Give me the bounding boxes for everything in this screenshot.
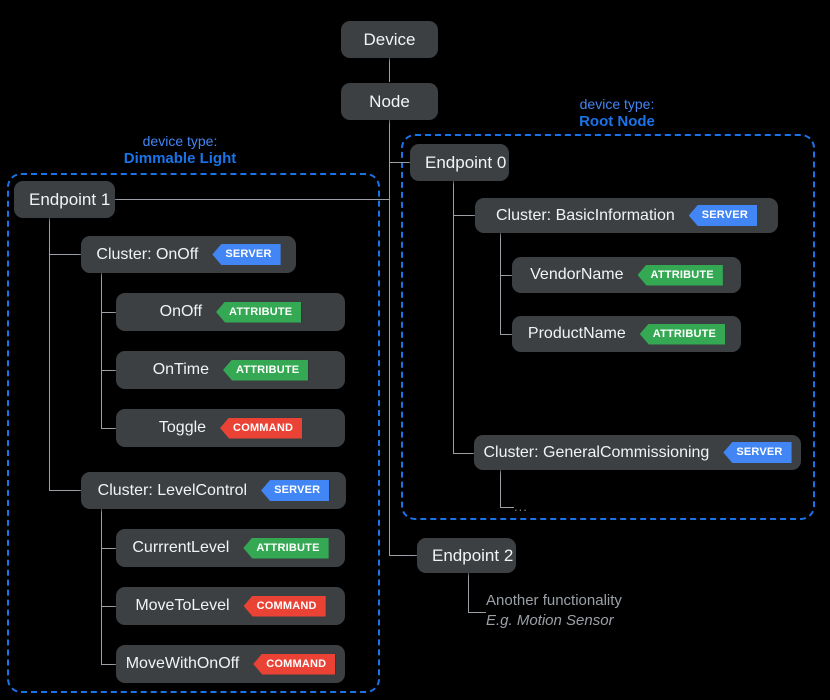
connector-endpoint2-to-note xyxy=(468,612,486,613)
attribute-productname-label: ProductName xyxy=(527,325,626,342)
connector-endpoint1-spine xyxy=(49,217,50,490)
connector-generalcommissioning-children-spine xyxy=(500,470,501,507)
connector-endpoint0-to-basicinfo xyxy=(453,215,476,216)
endpoint-2-label: Endpoint 2 xyxy=(432,545,514,565)
command-toggle[interactable]: Toggle COMMAND xyxy=(116,409,345,447)
endpoint-2[interactable]: Endpoint 2 xyxy=(417,538,516,573)
connector-trunk-endpoint2 xyxy=(389,555,417,556)
attribute-vendorname[interactable]: VendorName ATTRIBUTE xyxy=(512,257,741,293)
badge-command-movetolevel: COMMAND xyxy=(243,595,326,617)
devtype-caption-root-node: device type: Root Node xyxy=(527,96,707,131)
connector-endpoint1-to-levelcontrol xyxy=(49,490,81,491)
cluster-basicinformation-label: Cluster: BasicInformation xyxy=(496,206,675,224)
badge-server-onoff: SERVER xyxy=(212,244,281,265)
connector-endpoint2-spine xyxy=(468,572,469,612)
connector-onoff-child-2 xyxy=(101,370,117,371)
badge-attribute-vendorname: ATTRIBUTE xyxy=(637,264,723,286)
attribute-vendorname-label: VendorName xyxy=(530,266,624,283)
cluster-levelcontrol[interactable]: Cluster: LevelControl SERVER xyxy=(81,472,346,509)
generalcommissioning-more-ellipsis: ... xyxy=(514,499,528,514)
command-movetolevel[interactable]: MoveToLevel COMMAND xyxy=(116,587,345,625)
command-movewithonoff-label: MoveWithOnOff xyxy=(125,655,240,672)
endpoint-0-label: Endpoint 0 xyxy=(425,152,507,172)
connector-trunk-endpoint1 xyxy=(115,199,389,200)
badge-server-generalcommissioning: SERVER xyxy=(723,442,792,463)
connector-basicinfo-child-1 xyxy=(500,275,512,276)
connector-onoff-children-spine xyxy=(101,272,102,428)
connector-levelcontrol-child-3 xyxy=(101,664,117,665)
endpoint-1[interactable]: Endpoint 1 xyxy=(14,181,115,218)
badge-attribute-currentlevel: ATTRIBUTE xyxy=(243,537,329,559)
devtype-prefix-root-node: device type: xyxy=(579,96,655,112)
attribute-ontime[interactable]: OnTime ATTRIBUTE xyxy=(116,351,345,389)
connector-onoff-child-1 xyxy=(101,312,117,313)
command-toggle-label: Toggle xyxy=(158,419,207,436)
badge-server-levelcontrol: SERVER xyxy=(261,480,330,501)
endpoint-2-note-line1: Another functionality xyxy=(486,592,622,609)
node-device-label: Device xyxy=(363,29,416,49)
badge-attribute-productname: ATTRIBUTE xyxy=(639,323,726,345)
cluster-onoff-label: Cluster: OnOff xyxy=(96,245,199,263)
command-movewithonoff[interactable]: MoveWithOnOff COMMAND xyxy=(116,645,345,683)
cluster-onoff[interactable]: Cluster: OnOff SERVER xyxy=(81,236,296,273)
badge-server-basicinformation: SERVER xyxy=(688,205,757,226)
devtype-name-dimmable-light: Dimmable Light xyxy=(123,149,237,167)
command-movetolevel-label: MoveToLevel xyxy=(135,597,230,614)
endpoint-0[interactable]: Endpoint 0 xyxy=(410,144,509,181)
badge-attribute-onoff: ATTRIBUTE xyxy=(216,301,302,323)
attribute-ontime-label: OnTime xyxy=(152,361,209,378)
attribute-productname[interactable]: ProductName ATTRIBUTE xyxy=(512,316,741,352)
node-node[interactable]: Node xyxy=(341,83,438,120)
node-node-label: Node xyxy=(369,91,410,111)
connector-generalcommissioning-child-1 xyxy=(500,507,514,508)
endpoint-1-label: Endpoint 1 xyxy=(29,189,111,209)
connector-levelcontrol-child-2 xyxy=(101,606,117,607)
connector-onoff-child-3 xyxy=(101,428,117,429)
endpoint-2-note: Another functionality E.g. Motion Sensor xyxy=(486,591,746,632)
badge-command-movewithonoff: COMMAND xyxy=(253,653,336,675)
connector-device-node xyxy=(389,58,390,82)
cluster-generalcommissioning-label: Cluster: GeneralCommissioning xyxy=(483,443,710,461)
attribute-currentlevel[interactable]: CurrrentLevel ATTRIBUTE xyxy=(116,529,345,567)
badge-attribute-ontime: ATTRIBUTE xyxy=(223,359,309,381)
attribute-onoff[interactable]: OnOff ATTRIBUTE xyxy=(116,293,345,331)
devtype-prefix-dimmable-light: device type: xyxy=(142,133,218,149)
connector-endpoint0-spine xyxy=(453,180,454,453)
connector-endpoint1-to-onoff xyxy=(49,254,81,255)
connector-basicinfo-children-spine xyxy=(500,233,501,334)
cluster-generalcommissioning[interactable]: Cluster: GeneralCommissioning SERVER xyxy=(474,435,801,470)
connector-endpoint0-to-generalcommissioning xyxy=(453,453,475,454)
attribute-onoff-label: OnOff xyxy=(159,303,203,320)
attribute-currentlevel-label: CurrrentLevel xyxy=(132,539,230,556)
connector-basicinfo-child-2 xyxy=(500,334,512,335)
cluster-basicinformation[interactable]: Cluster: BasicInformation SERVER xyxy=(475,198,778,233)
connector-node-trunk xyxy=(389,120,390,555)
devtype-name-root-node: Root Node xyxy=(579,112,655,130)
devtype-caption-dimmable-light: device type: Dimmable Light xyxy=(90,133,270,168)
node-device[interactable]: Device xyxy=(341,21,438,58)
cluster-levelcontrol-label: Cluster: LevelControl xyxy=(97,481,248,499)
badge-command-toggle: COMMAND xyxy=(220,417,303,439)
connector-levelcontrol-children-spine xyxy=(101,508,102,664)
endpoint-2-note-line2: E.g. Motion Sensor xyxy=(486,612,614,630)
connector-levelcontrol-child-1 xyxy=(101,548,117,549)
